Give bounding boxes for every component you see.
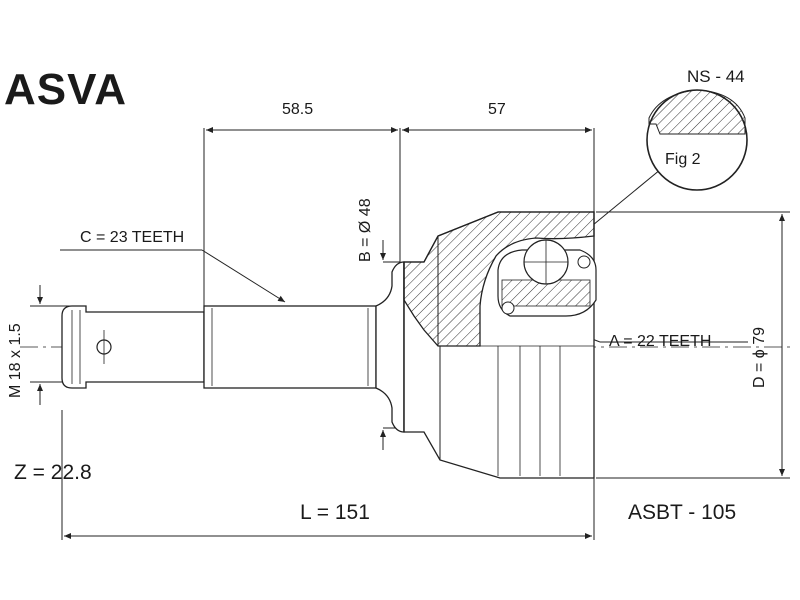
bore-diameter-dim: B = Ø 48 xyxy=(357,198,374,262)
inner-spline-label: A = 22 TEETH xyxy=(609,333,712,350)
threaded-stub xyxy=(61,305,205,389)
detail-label: Fig 2 xyxy=(665,151,701,168)
brand-logo: ASVA xyxy=(4,65,127,114)
shaft-length-dim: 58.5 xyxy=(282,101,314,118)
fig-2-detail xyxy=(646,89,748,191)
inner-race-assembly xyxy=(497,239,597,317)
part-number: NS - 44 xyxy=(687,67,745,86)
abs-teeth-label: Z = 22.8 xyxy=(14,461,92,484)
bell-length-dim: 57 xyxy=(488,101,506,118)
spline-shaft xyxy=(203,261,405,433)
abs-ring-code: ASBT - 105 xyxy=(628,501,737,524)
thread-dim: M 18 x 1.5 xyxy=(7,323,24,398)
overall-length-dim: L = 151 xyxy=(300,501,370,524)
outer-spline-label: C = 23 TEETH xyxy=(80,229,185,246)
outer-diameter-dim: D = ϕ 79 xyxy=(751,327,768,388)
